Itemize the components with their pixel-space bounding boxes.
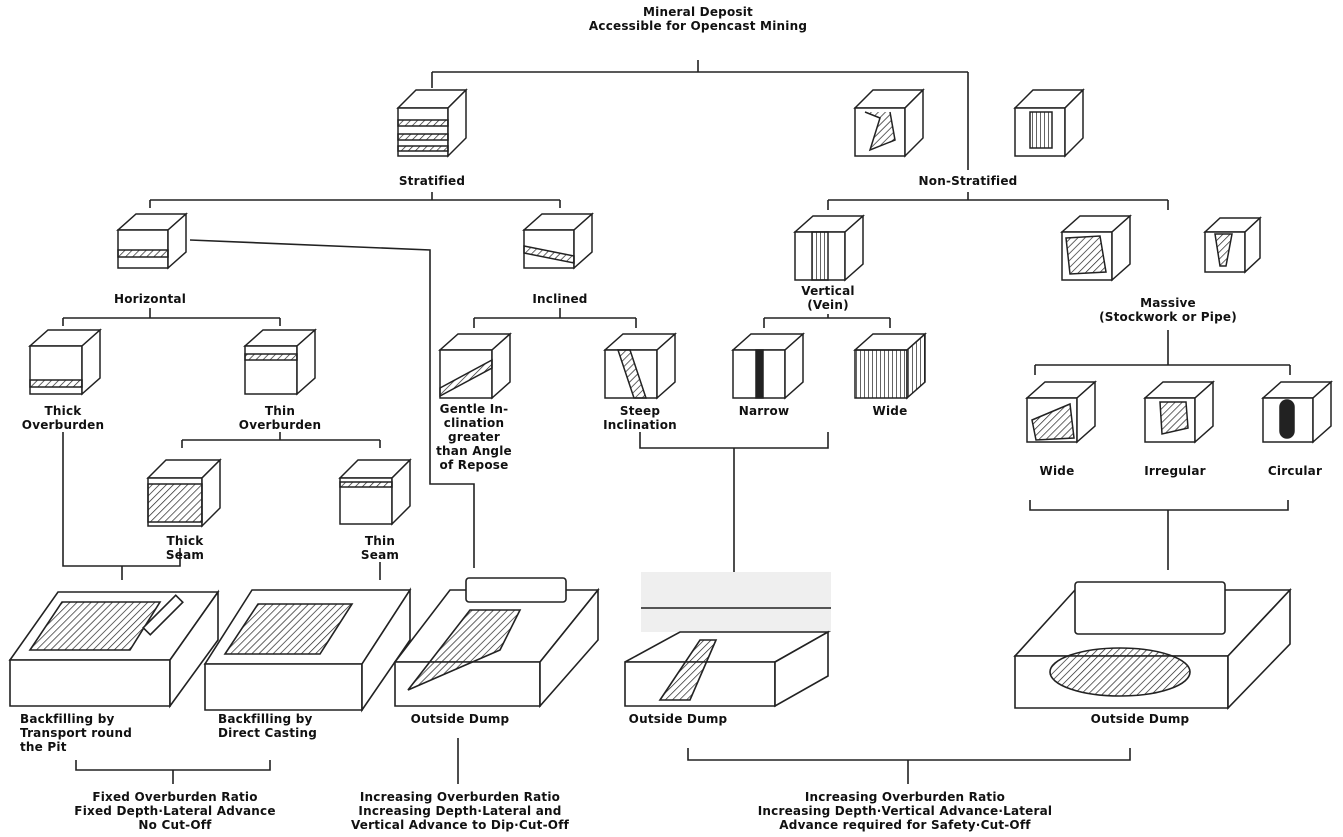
summary-1: Fixed Overburden Ratio Fixed Depth·Later… bbox=[50, 790, 300, 832]
gentle-inclination-block-icon bbox=[440, 334, 510, 398]
steep-inclination-label: Steep Inclination bbox=[590, 404, 690, 432]
inclined-block-icon bbox=[524, 214, 592, 268]
narrow-label: Narrow bbox=[719, 404, 809, 418]
outside-dump-2-label: Outside Dump bbox=[618, 712, 738, 726]
root-label-line2: Accessible for Opencast Mining bbox=[589, 19, 807, 33]
steep-inclination-block-icon bbox=[605, 334, 675, 398]
gentle-inclination-label: Gentle In- clination greater than Angle … bbox=[426, 402, 522, 472]
vertical-block-icon bbox=[795, 216, 863, 280]
irregular-label: Irregular bbox=[1130, 464, 1220, 478]
thin-overburden-label: Thin Overburden bbox=[230, 404, 330, 432]
pit-illustrations bbox=[10, 572, 1290, 710]
non-stratified-block-icon bbox=[855, 90, 923, 156]
circular-block-icon bbox=[1263, 382, 1331, 442]
horizontal-block-icon bbox=[118, 214, 186, 268]
wide-vein-block-icon bbox=[855, 334, 925, 398]
irregular-block-icon bbox=[1145, 382, 1213, 442]
massive-label: Massive (Stockwork or Pipe) bbox=[1083, 296, 1253, 324]
stratified-block-icon bbox=[398, 90, 466, 156]
pipe-block-icon bbox=[1205, 218, 1260, 272]
backfill-transport-pit-illustration bbox=[10, 592, 218, 706]
non-stratified-pipe-icon bbox=[1015, 90, 1083, 156]
thick-seam-label: Thick Seam bbox=[140, 534, 230, 562]
outside-dump-3-label: Outside Dump bbox=[1080, 712, 1200, 726]
backfill-transport-label: Backfilling by Transport round the Pit bbox=[20, 712, 170, 754]
thin-seam-label: Thin Seam bbox=[335, 534, 425, 562]
stratified-label: Stratified bbox=[372, 174, 492, 188]
summary-2: Increasing Overburden Ratio Increasing D… bbox=[320, 790, 600, 832]
root-label-line1: Mineral Deposit bbox=[643, 5, 753, 19]
outside-dump-3-pit-illustration bbox=[1015, 582, 1290, 708]
horizontal-label: Horizontal bbox=[90, 292, 210, 306]
thick-overburden-block-icon bbox=[30, 330, 100, 394]
thin-overburden-block-icon bbox=[245, 330, 315, 394]
thin-seam-block-icon bbox=[340, 460, 410, 524]
outside-dump-1-label: Outside Dump bbox=[400, 712, 520, 726]
circular-label: Circular bbox=[1250, 464, 1340, 478]
outside-dump-2-pit-illustration bbox=[625, 632, 828, 706]
summary-3: Increasing Overburden Ratio Increasing D… bbox=[700, 790, 1110, 832]
wide-massive-block-icon bbox=[1027, 382, 1095, 442]
wide-vein-label: Wide bbox=[845, 404, 935, 418]
outside-dump-1-pit-illustration bbox=[395, 578, 598, 706]
narrow-vein-block-icon bbox=[733, 334, 803, 398]
inclined-label: Inclined bbox=[500, 292, 620, 306]
non-stratified-label: Non-Stratified bbox=[898, 174, 1038, 188]
backfill-casting-label: Backfilling by Direct Casting bbox=[218, 712, 368, 740]
thick-seam-block-icon bbox=[148, 460, 220, 526]
thick-overburden-label: Thick Overburden bbox=[13, 404, 113, 432]
wide-massive-label: Wide bbox=[1012, 464, 1102, 478]
massive-block-icon bbox=[1062, 216, 1130, 280]
backfill-casting-pit-illustration bbox=[205, 590, 410, 710]
outside-dump-2-panel bbox=[641, 572, 831, 632]
vertical-label: Vertical (Vein) bbox=[768, 284, 888, 312]
